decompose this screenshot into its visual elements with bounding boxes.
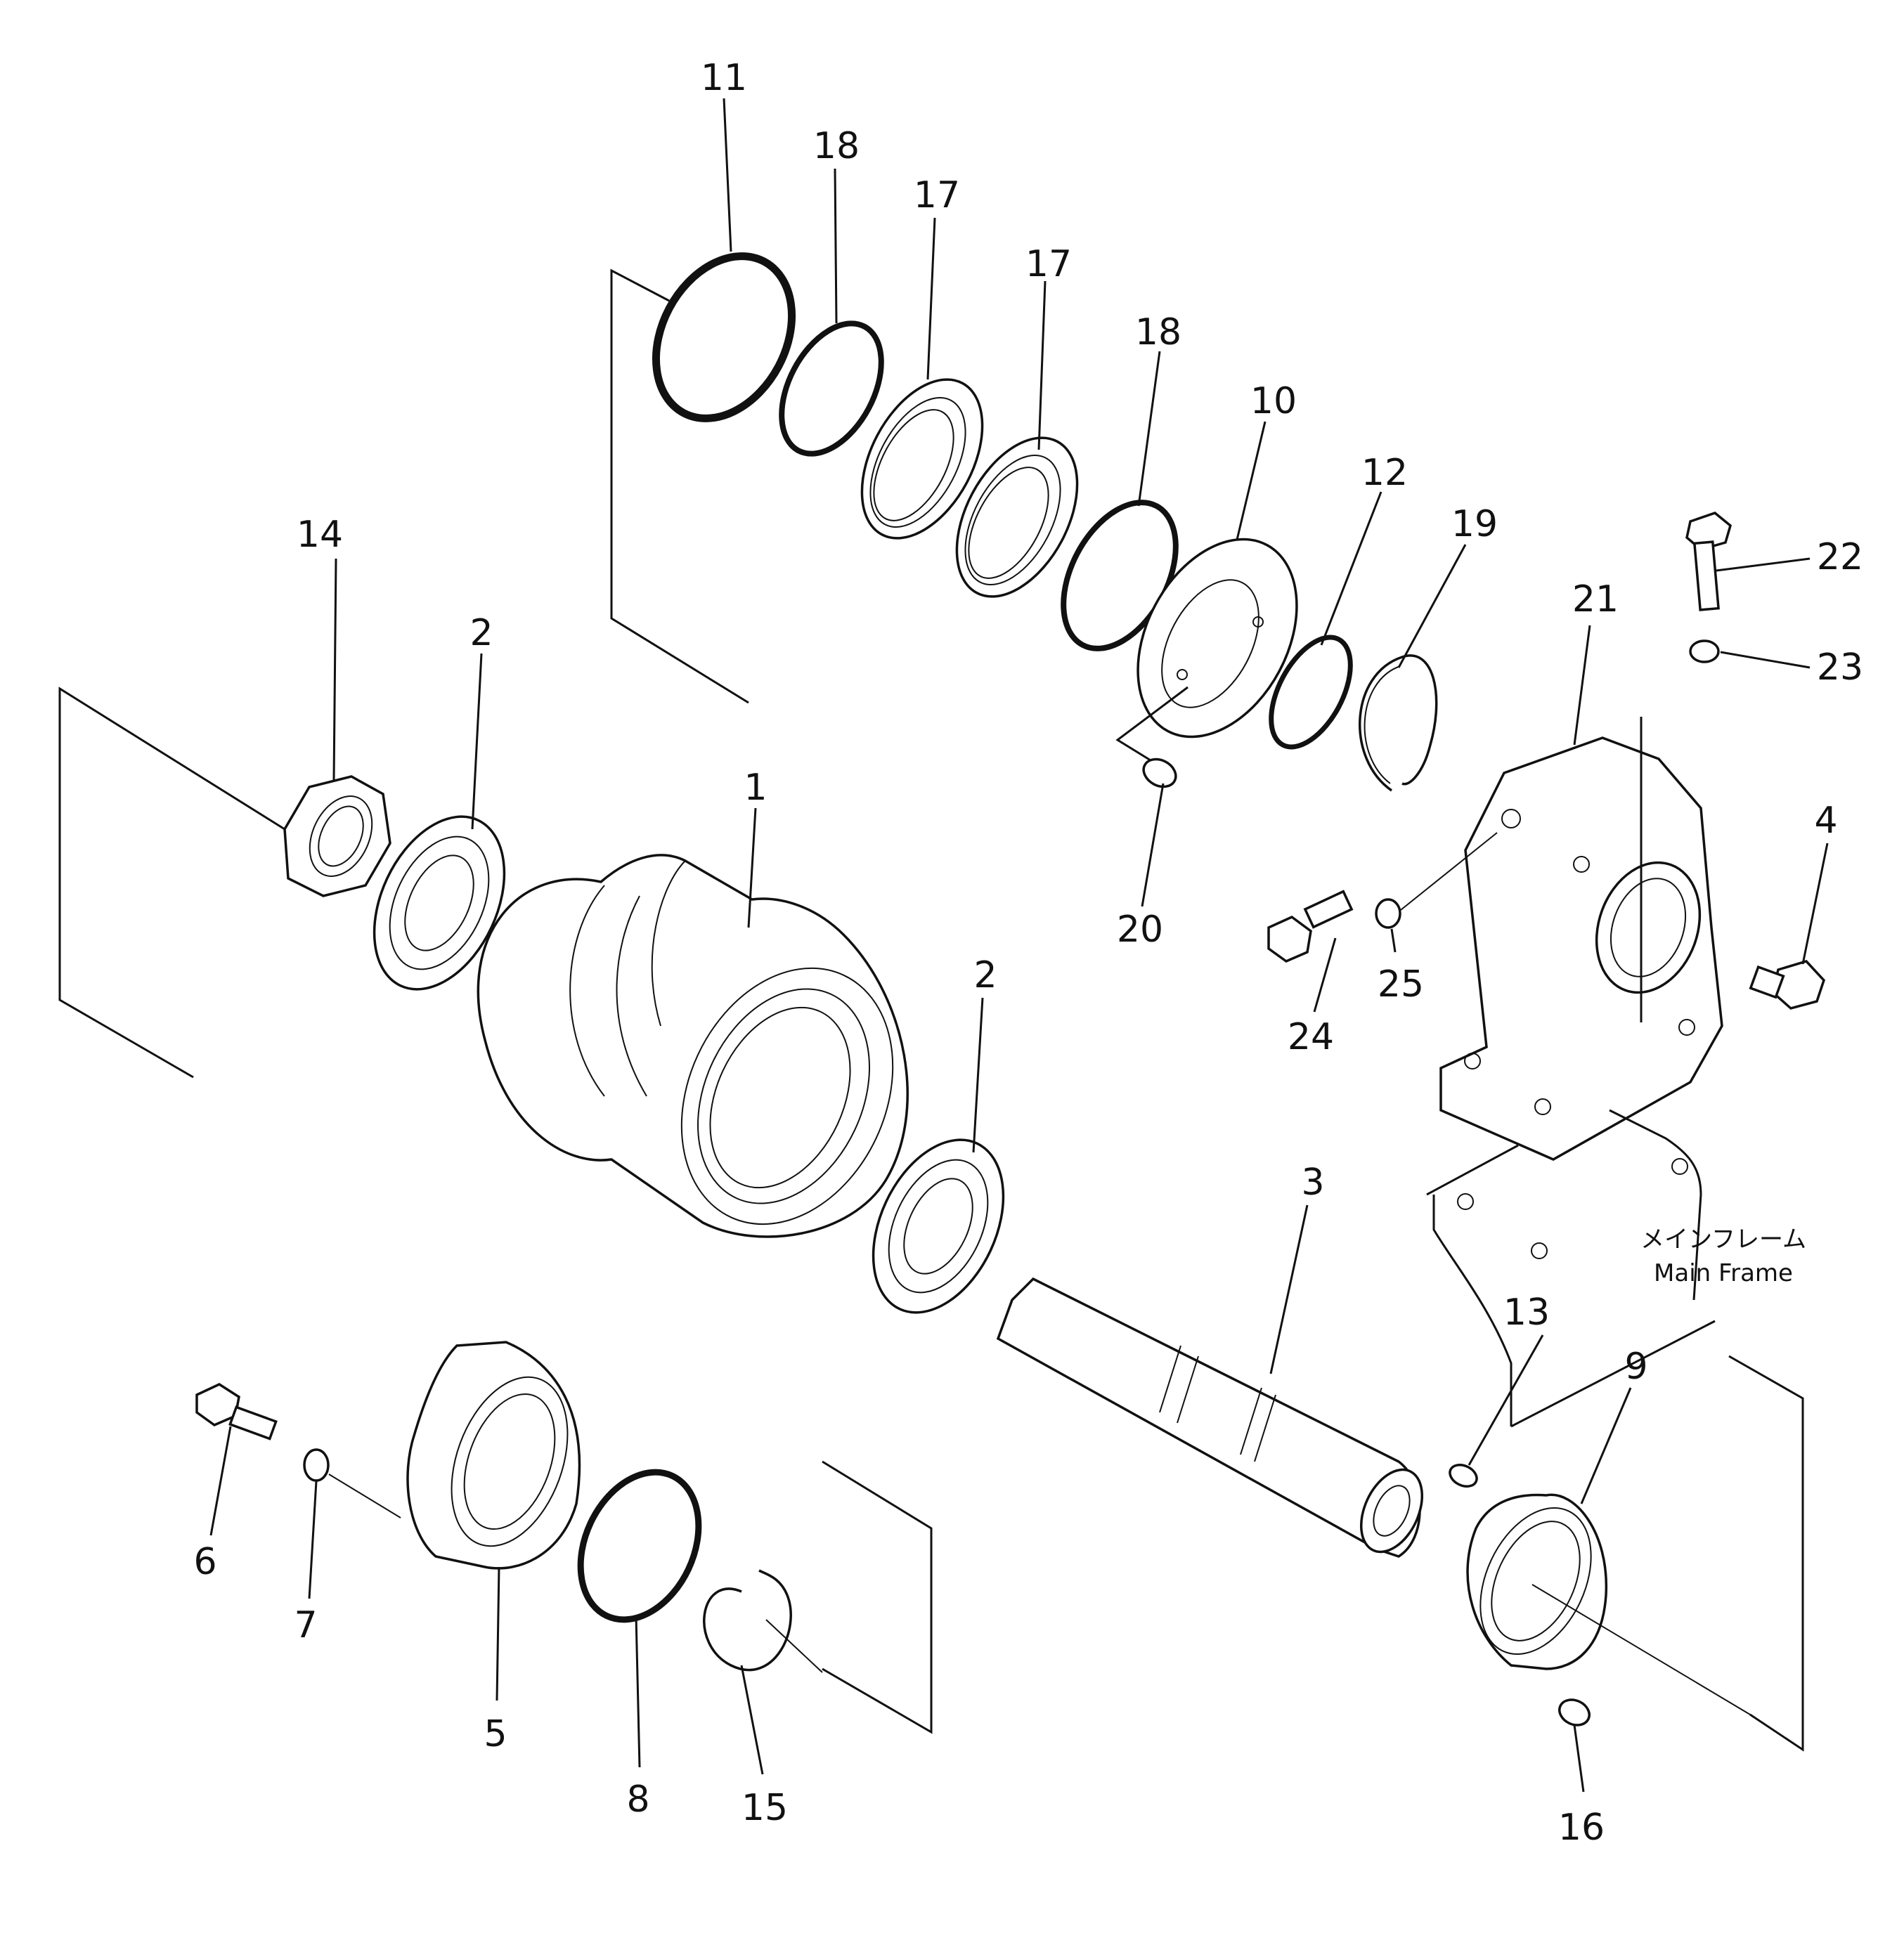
callout-22: 22 <box>1817 536 1863 578</box>
callout-19: 19 <box>1451 503 1498 545</box>
callout-17-lower: 17 <box>1025 243 1072 285</box>
leader-lines <box>209 98 1829 1793</box>
o-ring-12 <box>1269 635 1353 750</box>
bracket-lines <box>58 268 1804 1752</box>
callout-12: 12 <box>1361 452 1408 494</box>
main-frame-label-japanese: メインフレーム <box>1640 1225 1806 1254</box>
collar-10 <box>1136 538 1298 739</box>
callout-13: 13 <box>1503 1292 1550 1334</box>
callout-8: 8 <box>626 1778 649 1821</box>
o-ring-18-upper <box>779 320 884 457</box>
callout-18-upper: 18 <box>813 125 860 167</box>
bolt-24 <box>1267 890 1354 963</box>
bolt-6 <box>195 1383 278 1441</box>
callout-17-upper: 17 <box>914 174 960 216</box>
bearing-2-right <box>872 1138 1005 1314</box>
callout-11: 11 <box>701 57 747 99</box>
callout-21: 21 <box>1572 578 1619 620</box>
callout-3: 3 <box>1301 1162 1324 1204</box>
callout-16: 16 <box>1558 1807 1605 1849</box>
washer-25 <box>1375 832 1498 929</box>
callout-7: 7 <box>294 1604 317 1646</box>
bolt-4 <box>1749 960 1825 1010</box>
main-frame-label-english: Main Frame <box>1654 1259 1793 1287</box>
washer-7 <box>303 1448 401 1518</box>
nut-14 <box>283 775 391 897</box>
callout-23: 23 <box>1817 646 1863 689</box>
snap-ring-19 <box>1358 654 1438 792</box>
main-frame-annotation: メインフレーム Main Frame <box>1640 1225 1806 1287</box>
bracket-21 <box>1439 717 1723 1161</box>
seal-17-first <box>860 378 984 540</box>
main-frame-outline <box>1426 1109 1716 1428</box>
washer-23 <box>1689 639 1720 663</box>
callout-9: 9 <box>1624 1346 1647 1388</box>
snap-ring-15 <box>703 1569 823 1673</box>
seal-17-second <box>955 436 1079 598</box>
callout-6: 6 <box>193 1541 216 1583</box>
callout-4: 4 <box>1814 800 1837 842</box>
callout-2-right: 2 <box>973 954 997 996</box>
seal-ring-11 <box>652 252 796 422</box>
o-ring-8 <box>577 1469 702 1623</box>
roller-1 <box>477 854 909 1238</box>
callout-25: 25 <box>1378 963 1424 1006</box>
callout-1: 1 <box>744 767 767 809</box>
pin-16 <box>1558 1698 1591 1726</box>
callout-14: 14 <box>297 514 343 556</box>
callout-24: 24 <box>1288 1016 1334 1058</box>
collar-9 <box>1466 1493 1751 1715</box>
callout-10: 10 <box>1250 380 1297 422</box>
shaft-3 <box>996 1277 1424 1558</box>
callout-2-left: 2 <box>469 612 493 654</box>
pin-13 <box>1449 1464 1478 1488</box>
callout-18-lower: 18 <box>1135 311 1181 353</box>
pin-20 <box>1115 686 1189 788</box>
callout-5: 5 <box>484 1713 507 1755</box>
bolt-22 <box>1685 512 1733 611</box>
callout-labels: 11 18 17 17 18 10 12 19 20 14 2 1 2 3 22… <box>193 57 1863 1849</box>
callout-20: 20 <box>1117 909 1163 951</box>
callout-15: 15 <box>741 1787 788 1829</box>
bearing-2-left <box>373 815 506 991</box>
cover-5 <box>406 1341 581 1570</box>
